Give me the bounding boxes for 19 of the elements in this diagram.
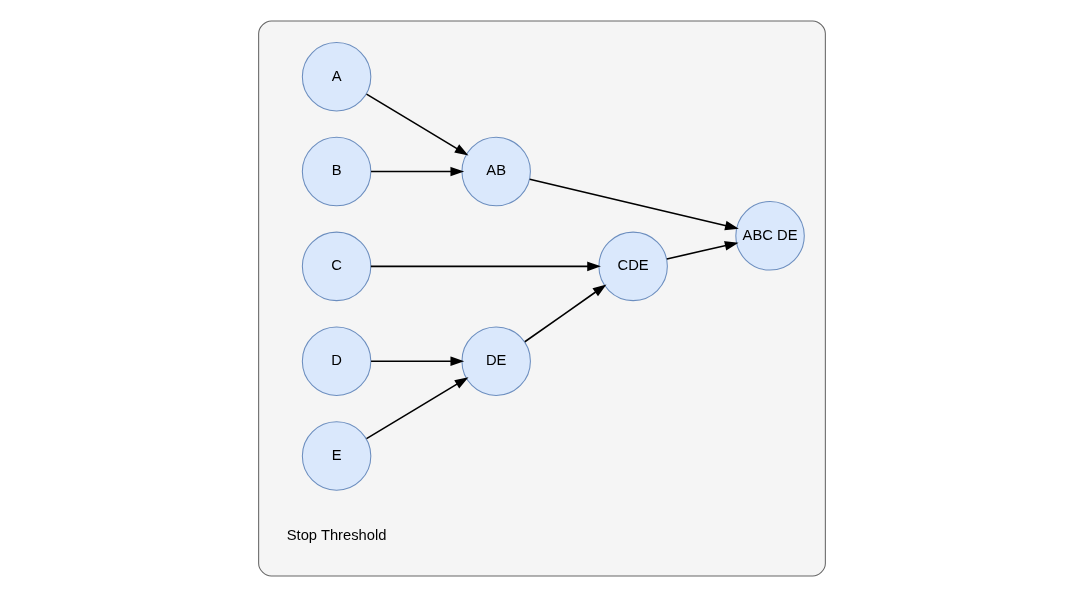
node-circle: ABC DE	[735, 201, 805, 271]
node-circle: D	[301, 326, 372, 396]
arrow	[370, 261, 601, 272]
arrow	[524, 284, 607, 343]
arrow	[370, 356, 465, 366]
node-circle: A	[301, 42, 372, 112]
node-circle: DE	[461, 326, 531, 396]
arrow	[666, 241, 739, 260]
arrow	[365, 93, 469, 156]
cluster	[258, 20, 826, 577]
arrow	[528, 178, 739, 231]
node-circle: AB	[461, 136, 531, 207]
node-circle: C	[301, 231, 372, 302]
arrow	[370, 166, 465, 177]
label: Stop Threshold	[286, 526, 387, 543]
node-circle: B	[301, 136, 372, 207]
arrow	[365, 377, 469, 440]
node-circle: CDE	[598, 231, 668, 302]
node-circle: E	[301, 421, 372, 491]
